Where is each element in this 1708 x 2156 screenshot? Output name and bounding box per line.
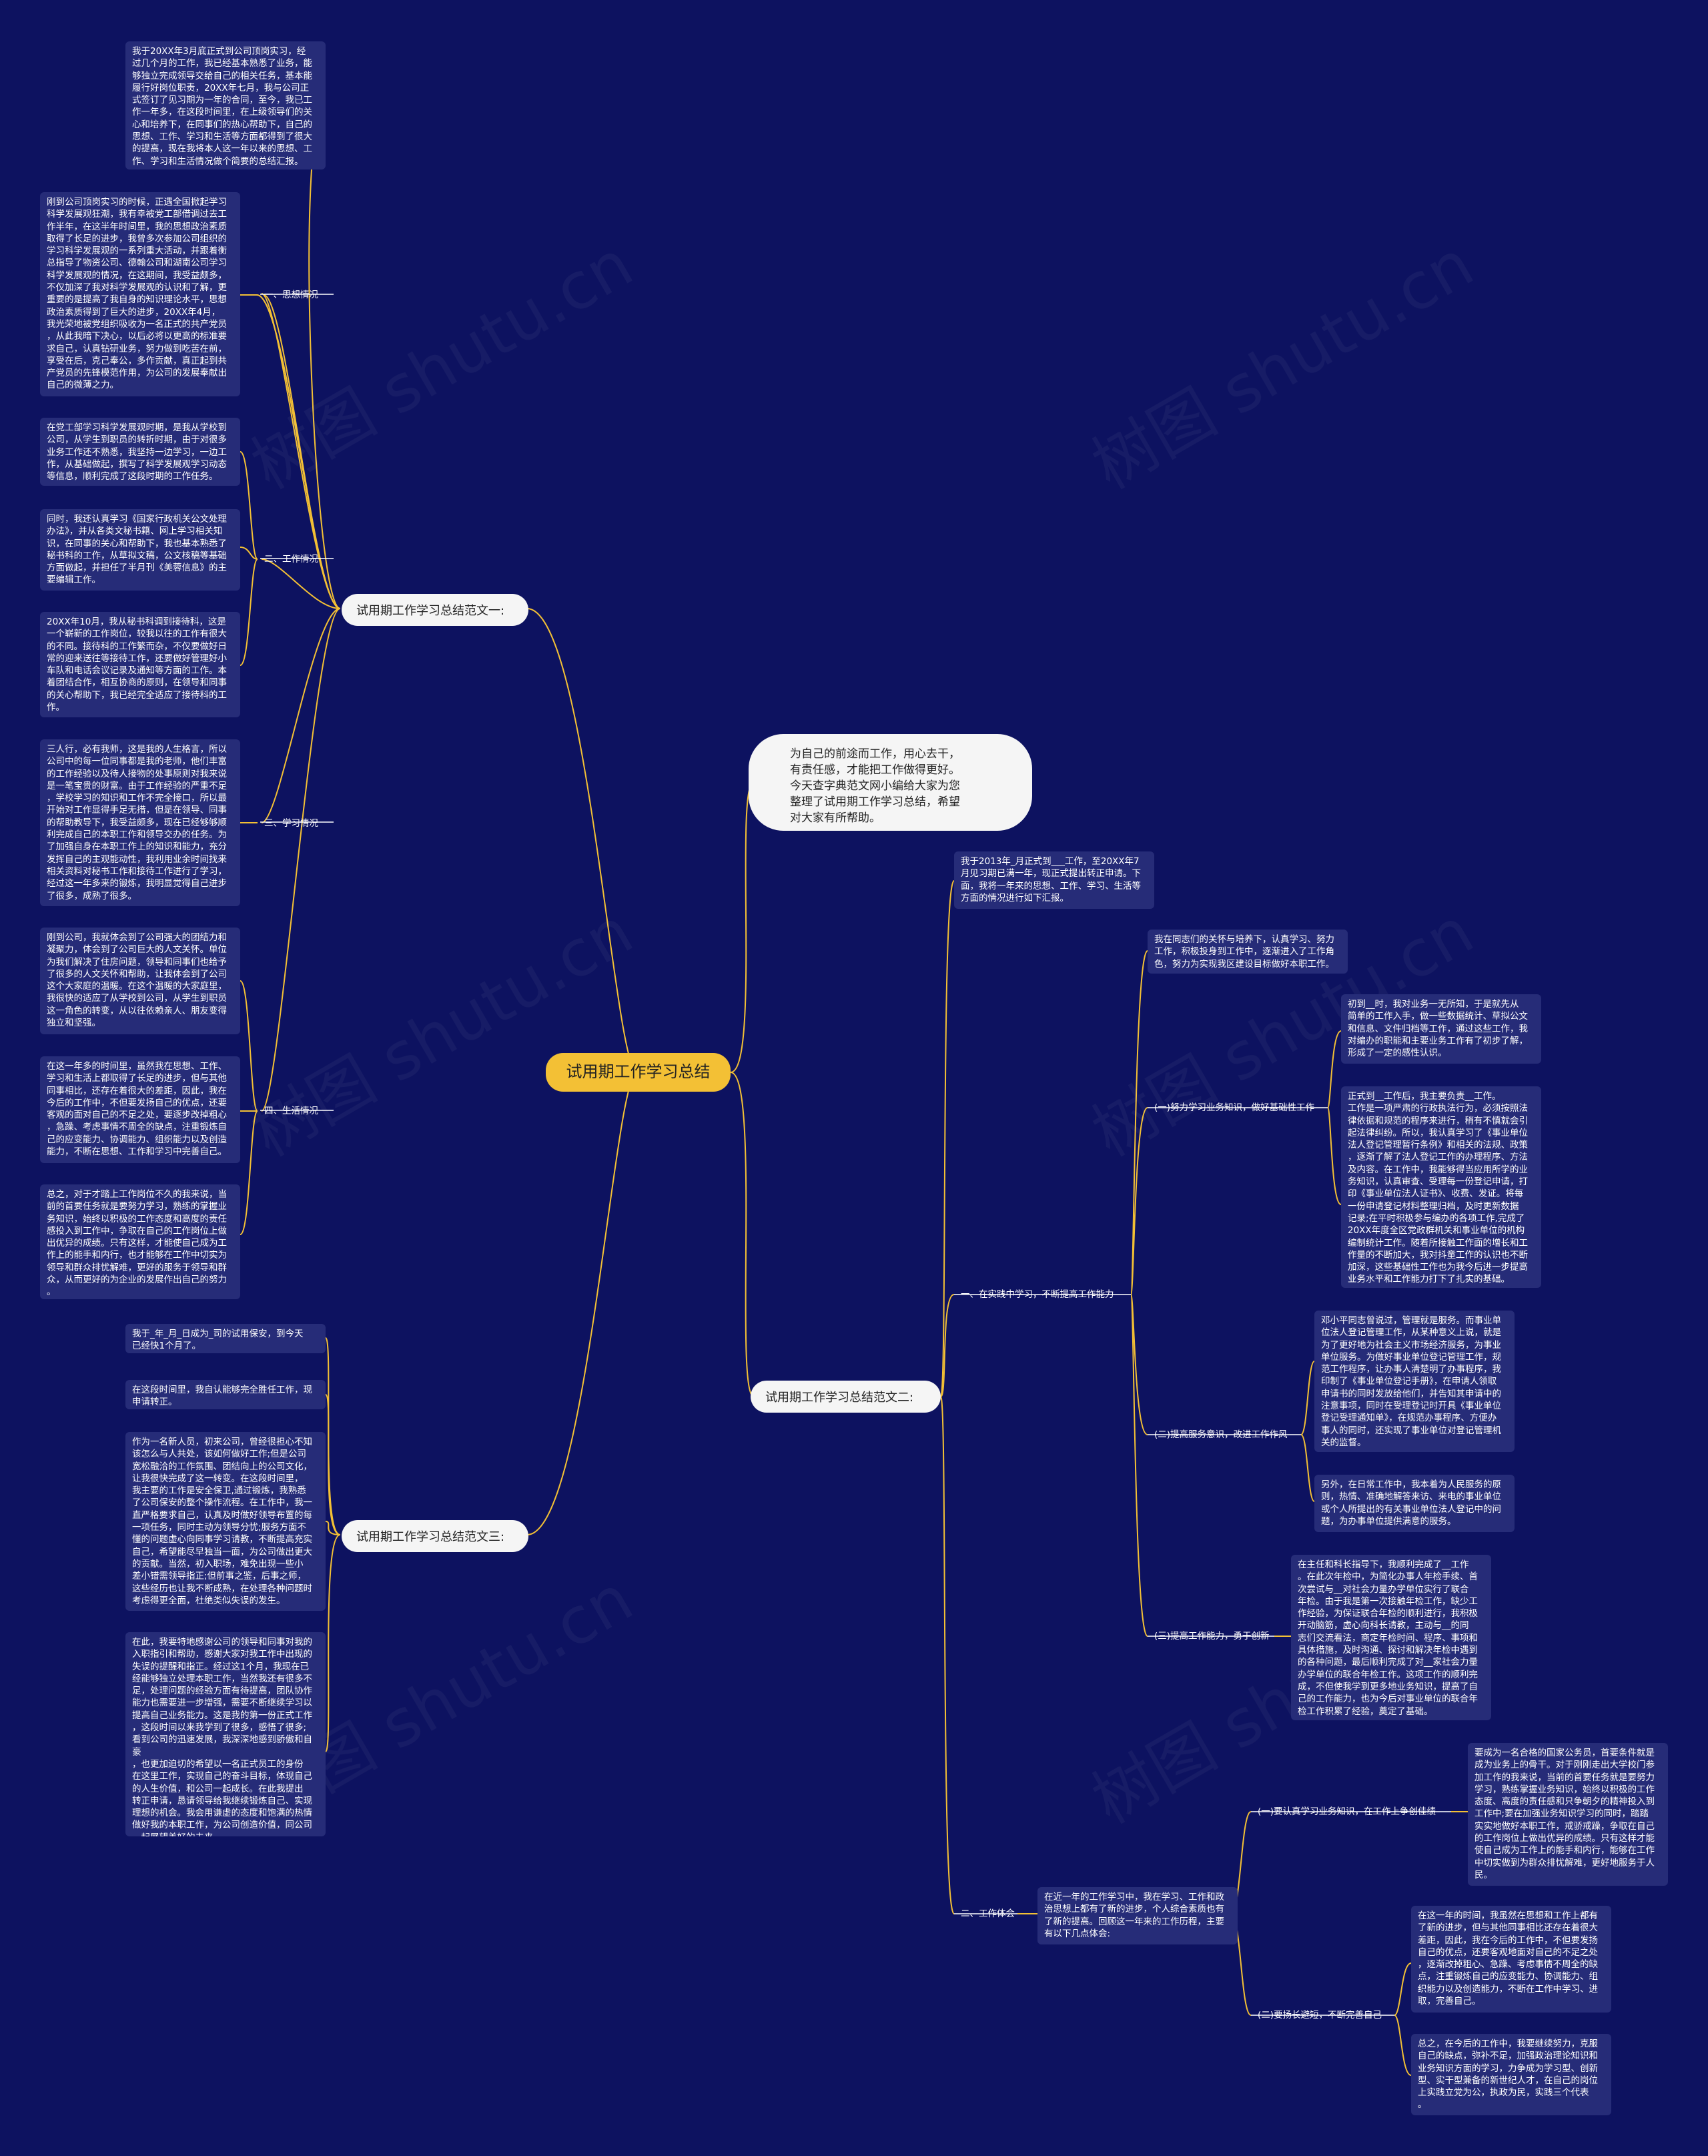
s1-life-text-1: 刚到公司，我就体会到了公司强大的团结力和 凝聚力，体会到了公司巨大的人文关怀。单…: [40, 928, 240, 1034]
s2-branch-practice-label[interactable]: 一、在实践中学习，不断提高工作能力: [961, 1289, 1114, 1300]
s3-text-4: 在此，我要特地感谢公司的领导和同事对我的 入职指引和帮助，感谢大家对我工作中出现…: [125, 1632, 326, 1836]
s2-experience-sub2-text-1: 在这一年的时间，我虽然在思想和工作上都有 了新的进步，但与其他同事相比还存在着很…: [1411, 1906, 1611, 2013]
s2-practice-sub1-label[interactable]: (一)努力学习业务知识，做好基础性工作: [1154, 1102, 1315, 1113]
s1-life-text-2: 在这一年多的时间里，虽然我在思想、工作、 学习和生活上都取得了长足的进步，但与其…: [40, 1056, 240, 1163]
s2-practice-sub2-text-1: 邓小平同志曾说过，管理就是服务。而事业单 位法人登记管理工作，从某种意义上说，就…: [1314, 1311, 1515, 1452]
s2-practice-sub3-text: 在主任和科长指导下，我顺利完成了__工作 。在此次年检中，为简化办事人年检手续、…: [1291, 1555, 1491, 1720]
s2-experience-sub2-label[interactable]: (二)要扬长避短，不断完善自己: [1258, 2010, 1382, 2021]
s1-study-text: 三人行，必有我师，这是我的人生格言，所以 公司中的每一位同事都是我的老师，他们丰…: [40, 739, 240, 906]
s2-experience-top-text: 在近一年的工作学习中，我在学习、工作和政 治思想上都有了新的进步，个人综合素质也…: [1037, 1887, 1238, 1944]
s3-text-1: 我于_年_月_日成为_司的试用保安，到今天 已经快1个月了。: [125, 1324, 326, 1353]
s1-work-text-1: 在党工部学习科学发展观时期，是我从学校到 公司，从学生到职员的转折时期，由于对很…: [40, 418, 240, 486]
s1-life-text-3: 总之，对于才踏上工作岗位不久的我来说，当 前的首要任务就是要努力学习，熟练的掌握…: [40, 1184, 240, 1299]
s2-practice-top-text: 我在同志们的关怀与培养下，认真学习、努力 工作，积极投身到工作中，逐渐进入了工作…: [1148, 930, 1348, 974]
section-1-title[interactable]: 试用期工作学习总结范文一:: [342, 594, 528, 626]
s3-text-3: 作为一名新人员，初来公司，曾经很担心不知 该怎么与人共处，该如何做好工作;但是公…: [125, 1432, 326, 1611]
s3-text-2: 在这段时间里，我自认能够完全胜任工作，现 申请转正。: [125, 1380, 326, 1409]
s1-branch-thought-label[interactable]: 一、思想情况: [264, 290, 318, 300]
section-2-title[interactable]: 试用期工作学习总结范文二:: [751, 1381, 941, 1413]
s2-experience-sub1-label[interactable]: (一)要认真学习业务知识，在工作上争创佳绩: [1258, 1806, 1436, 1817]
s1-top-text: 我于20XX年3月底正式到公司顶岗实习，经 过几个月的工作，我已经基本熟悉了业务…: [125, 41, 326, 169]
s2-branch-experience-label[interactable]: 二、工作体会: [961, 1908, 1015, 1919]
s2-practice-sub1-text-1: 初到__时，我对业务一无所知，于是就先从 简单的工作入手，做一些数据统计、草拟公…: [1341, 994, 1541, 1064]
s1-branch-life-label[interactable]: 四、生活情况: [264, 1106, 318, 1116]
s1-branch-work-label[interactable]: 二、工作情况: [264, 554, 318, 565]
s2-top-text: 我于2013年_月正式到___工作，至20XX年7 月见习期已满一年，现正式提出…: [954, 851, 1154, 909]
root-node[interactable]: 试用期工作学习总结: [546, 1053, 731, 1092]
s1-thought-text: 刚到公司顶岗实习的时候，正遇全国掀起学习 科学发展观狂潮，我有幸被党工部借调过去…: [40, 192, 240, 396]
s1-branch-study-label[interactable]: 三、学习情况: [264, 818, 318, 829]
s2-practice-sub2-text-2: 另外，在日常工作中，我本着为人民服务的原 则，热情、准确地解答来访、来电的事业单…: [1314, 1475, 1515, 1532]
s2-experience-sub2-text-2: 总之，在今后的工作中，我要继续努力，克服 自己的缺点，弥补不足，加强政治理论知识…: [1411, 2034, 1611, 2115]
s2-practice-sub3-label[interactable]: (三)提高工作能力，勇于创新: [1154, 1631, 1270, 1642]
section-3-title[interactable]: 试用期工作学习总结范文三:: [342, 1520, 528, 1552]
s2-practice-sub1-text-2: 正式到__工作后，我主要负责__工作。 工作是一项严肃的行政执法行为，必须按照法…: [1341, 1086, 1541, 1288]
s1-work-text-2: 同时，我还认真学习《国家行政机关公文处理 办法》，并从各类文秘书籍、网上学习相关…: [40, 509, 240, 591]
s2-experience-sub1-text: 要成为一名合格的国家公务员，首要条件就是 成为业务上的骨干。对于刚刚走出大学校门…: [1468, 1743, 1668, 1886]
s1-work-text-3: 20XX年10月，我从秘书科调到接待科，这是 一个崭新的工作岗位，较我以往的工作…: [40, 612, 240, 717]
intro-node[interactable]: 为自己的前途而工作，用心去干， 有责任感，才能把工作做得更好。 今天查字典范文网…: [749, 734, 1032, 831]
s2-practice-sub2-label[interactable]: (二)提高服务意识，改进工作作风: [1154, 1429, 1288, 1440]
